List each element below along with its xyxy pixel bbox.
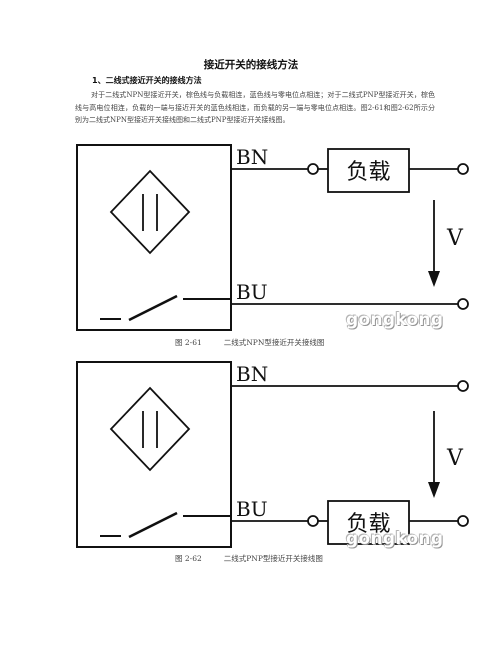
document-title: 接近开关的接线方法 — [203, 59, 299, 71]
bu-label: BU — [236, 280, 268, 304]
output-terminal-top — [457, 163, 469, 175]
voltage-label: V — [446, 446, 464, 471]
body-paragraph: 对于二线式NPN型接近开关，棕色线与负载相连，蓝色线与零电位点相连；对于二线式P… — [75, 91, 435, 125]
watermark: gongkong — [346, 310, 444, 330]
voltage-label: V — [446, 226, 464, 251]
output-terminal-bottom — [457, 298, 469, 310]
load-label: 负载 — [346, 160, 390, 185]
watermark: gongkong — [346, 529, 444, 549]
load-box — [327, 500, 410, 545]
caption-number: 图 2-62 — [175, 554, 202, 563]
bu-terminal — [307, 515, 319, 527]
bn-terminal — [307, 163, 319, 175]
figure-npn-wiring-diagram: 负载 BN BU V — [76, 144, 469, 331]
switch-blade — [128, 294, 178, 322]
output-terminal-top — [457, 380, 469, 392]
bu-label: BU — [236, 497, 268, 521]
sensor-diamond-icon — [109, 169, 191, 255]
section-heading: 1、二线式接近开关的接线方法 — [92, 76, 202, 85]
figure-caption-npn: 图 2-61 二线式NPN型接近开关接线图 — [175, 337, 324, 348]
voltage-arrow-head-icon — [428, 482, 440, 498]
sensor-diamond-icon — [109, 386, 191, 472]
figure-caption-pnp: 图 2-62 二线式PNP型接近开关接线图 — [175, 553, 323, 564]
figure-pnp-wiring-diagram: 负载 BN BU V — [76, 361, 469, 548]
caption-number: 图 2-61 — [175, 338, 202, 347]
caption-text: 二线式NPN型接近开关接线图 — [223, 338, 325, 347]
load-box — [327, 148, 410, 193]
sensor-body — [76, 144, 232, 331]
caption-text: 二线式PNP型接近开关接线图 — [223, 554, 323, 563]
sensor-body — [76, 361, 232, 548]
output-terminal-bottom — [457, 515, 469, 527]
bn-label: BN — [236, 362, 268, 386]
load-label: 负载 — [346, 512, 390, 537]
switch-blade — [128, 511, 178, 539]
bn-label: BN — [236, 145, 268, 169]
voltage-arrow-head-icon — [428, 271, 440, 287]
